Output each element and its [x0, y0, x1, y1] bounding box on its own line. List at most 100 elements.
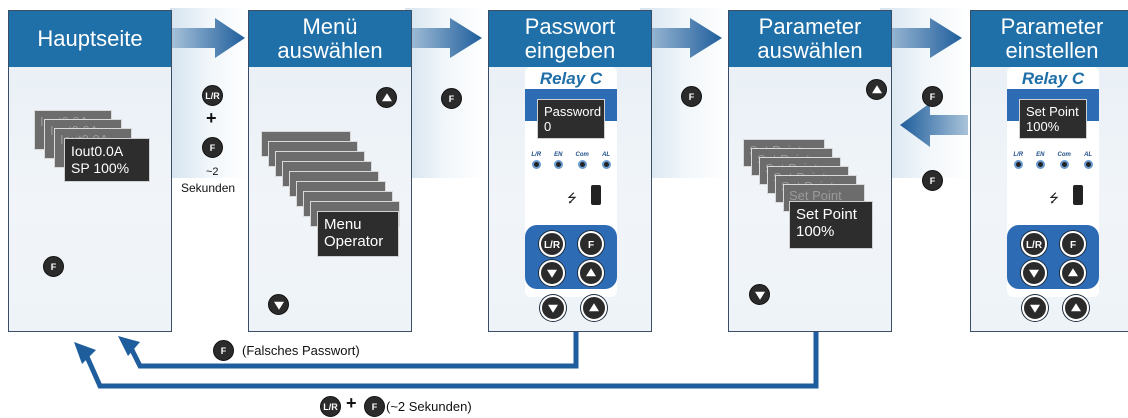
panel-title: Parameter auswählen [729, 11, 891, 67]
display-line: 100% [1026, 119, 1060, 134]
keypad: L/R F [525, 225, 617, 289]
parameter-display: Set Point 100% [789, 201, 873, 249]
led-label: EN [554, 152, 563, 158]
down-button-icon[interactable] [749, 284, 770, 305]
display-line: 100% [796, 223, 835, 240]
led-label: AL [602, 152, 611, 158]
led-indicator [553, 160, 563, 169]
f-button-icon[interactable]: F [922, 86, 943, 107]
panel-title-line: auswählen [757, 38, 863, 63]
usb-icon: ⭍ [1049, 191, 1059, 205]
device-logo: Relay C [1021, 69, 1085, 88]
panel-title: Passwort eingeben [489, 11, 651, 67]
panel-title-line: einstellen [1005, 38, 1099, 63]
f-button-icon[interactable]: F [213, 340, 234, 361]
led-row: L/R EN Com AL [525, 152, 617, 169]
relay-device: Relay C Password 0 L/R EN Com AL ⭍ L/R F [525, 67, 617, 297]
arrow-forward-4 [880, 18, 962, 58]
display-line: Iout0.0A [71, 143, 124, 159]
panel-title-line: Parameter [758, 14, 862, 39]
panel-enter-password: Passwort eingeben Relay C Password 0 L/R… [488, 10, 652, 332]
f-button-icon[interactable]: F [922, 170, 943, 191]
led-indicator [1083, 160, 1093, 169]
down-button-icon[interactable] [1022, 295, 1048, 321]
led-row: L/R EN Com AL [1007, 152, 1099, 169]
f-button[interactable]: F [578, 231, 604, 257]
panel-select-parameter: Parameter auswählen Set Point Set Point … [728, 10, 892, 332]
return-line-wrong-password [125, 332, 579, 369]
led-indicator [601, 160, 611, 169]
lr-button-icon[interactable]: L/R [202, 85, 223, 106]
display-line: Operator [324, 233, 384, 250]
down-button-icon[interactable] [268, 294, 289, 315]
up-button[interactable] [578, 260, 604, 286]
led-indicator [1035, 160, 1045, 169]
display-line: SP 100% [71, 160, 130, 176]
usb-port [591, 185, 601, 205]
led-indicator [1013, 160, 1023, 169]
arrow-back [900, 103, 968, 147]
down-button[interactable] [539, 260, 565, 286]
f-button-icon[interactable]: F [441, 88, 462, 109]
led-label: Com [575, 152, 589, 158]
device-logo: Relay C [539, 69, 603, 88]
up-button-icon[interactable] [376, 87, 397, 108]
down-button-icon[interactable] [540, 295, 566, 321]
lr-button[interactable]: L/R [1021, 231, 1047, 257]
return-line-long-press [81, 332, 819, 389]
keypad: L/R F [1007, 225, 1099, 289]
arrow-forward-1 [170, 18, 245, 58]
display-line: Set Point [1026, 104, 1079, 119]
arrow-forward-3 [640, 18, 722, 58]
led-label: AL [1084, 152, 1093, 158]
down-button[interactable] [1021, 260, 1047, 286]
long-press-label: (~2 Sekunden) [386, 399, 472, 414]
panel-title: Parameter einstellen [971, 11, 1128, 67]
panel-title-line: eingeben [524, 38, 616, 63]
display-line: 0 [544, 119, 552, 134]
panel-title-line: Passwort [524, 14, 616, 39]
lr-button-icon[interactable]: L/R [320, 396, 341, 417]
up-button-icon[interactable] [866, 79, 887, 100]
setpoint-display: Set Point 100% [1019, 99, 1087, 139]
f-button-icon[interactable]: F [43, 256, 64, 277]
up-button-icon[interactable] [581, 295, 607, 321]
led-indicator [531, 160, 541, 169]
led-label: L/R [1013, 152, 1024, 158]
lr-button[interactable]: L/R [539, 231, 565, 257]
panel-select-menu: Menü auswählen Menu Operator [248, 10, 412, 332]
display-line: Menu [324, 216, 362, 233]
usb-port [1073, 185, 1083, 205]
duration-seconds: Sekunden [181, 181, 236, 195]
panel-title: Menü auswählen [249, 11, 411, 67]
plus-sign: + [346, 393, 357, 413]
display-line: Password [544, 104, 602, 119]
up-button[interactable] [1060, 260, 1086, 286]
plus-sign: + [206, 108, 217, 128]
led-label: EN [1036, 152, 1045, 158]
up-button-icon[interactable] [1063, 295, 1089, 321]
panel-title-line: Menü [302, 14, 358, 39]
panel-main-page: Hauptseite Iout0.0A Iout0.0A Iout0.0A Io… [8, 10, 172, 332]
f-button-icon[interactable]: F [202, 137, 223, 158]
f-button-icon[interactable]: F [681, 86, 702, 107]
led-indicator [577, 160, 587, 169]
display-line: Set Point [796, 206, 857, 223]
panel-title-line: auswählen [277, 38, 383, 63]
f-button-icon[interactable]: F [364, 396, 385, 417]
panel-title-line: Hauptseite [37, 26, 143, 51]
f-button[interactable]: F [1060, 231, 1086, 257]
panel-title: Hauptseite [9, 11, 171, 67]
led-label: L/R [531, 152, 542, 158]
led-indicator [1059, 160, 1069, 169]
panel-set-parameter: Parameter einstellen Relay C Set Point 1… [970, 10, 1128, 332]
wrong-password-label: (Falsches Passwort) [242, 343, 360, 358]
main-display: Iout0.0A SP 100% [64, 138, 150, 182]
panel-title-line: Parameter [1000, 14, 1104, 39]
arrow-forward-2 [405, 18, 482, 58]
relay-device: Relay C Set Point 100% L/R EN Com AL ⭍ L… [1007, 67, 1099, 297]
stacked-parameter-text: Set Point [789, 188, 842, 203]
password-display: Password 0 [537, 99, 605, 139]
duration-approx: ~2 [206, 166, 219, 178]
menu-display: Menu Operator [317, 211, 399, 257]
